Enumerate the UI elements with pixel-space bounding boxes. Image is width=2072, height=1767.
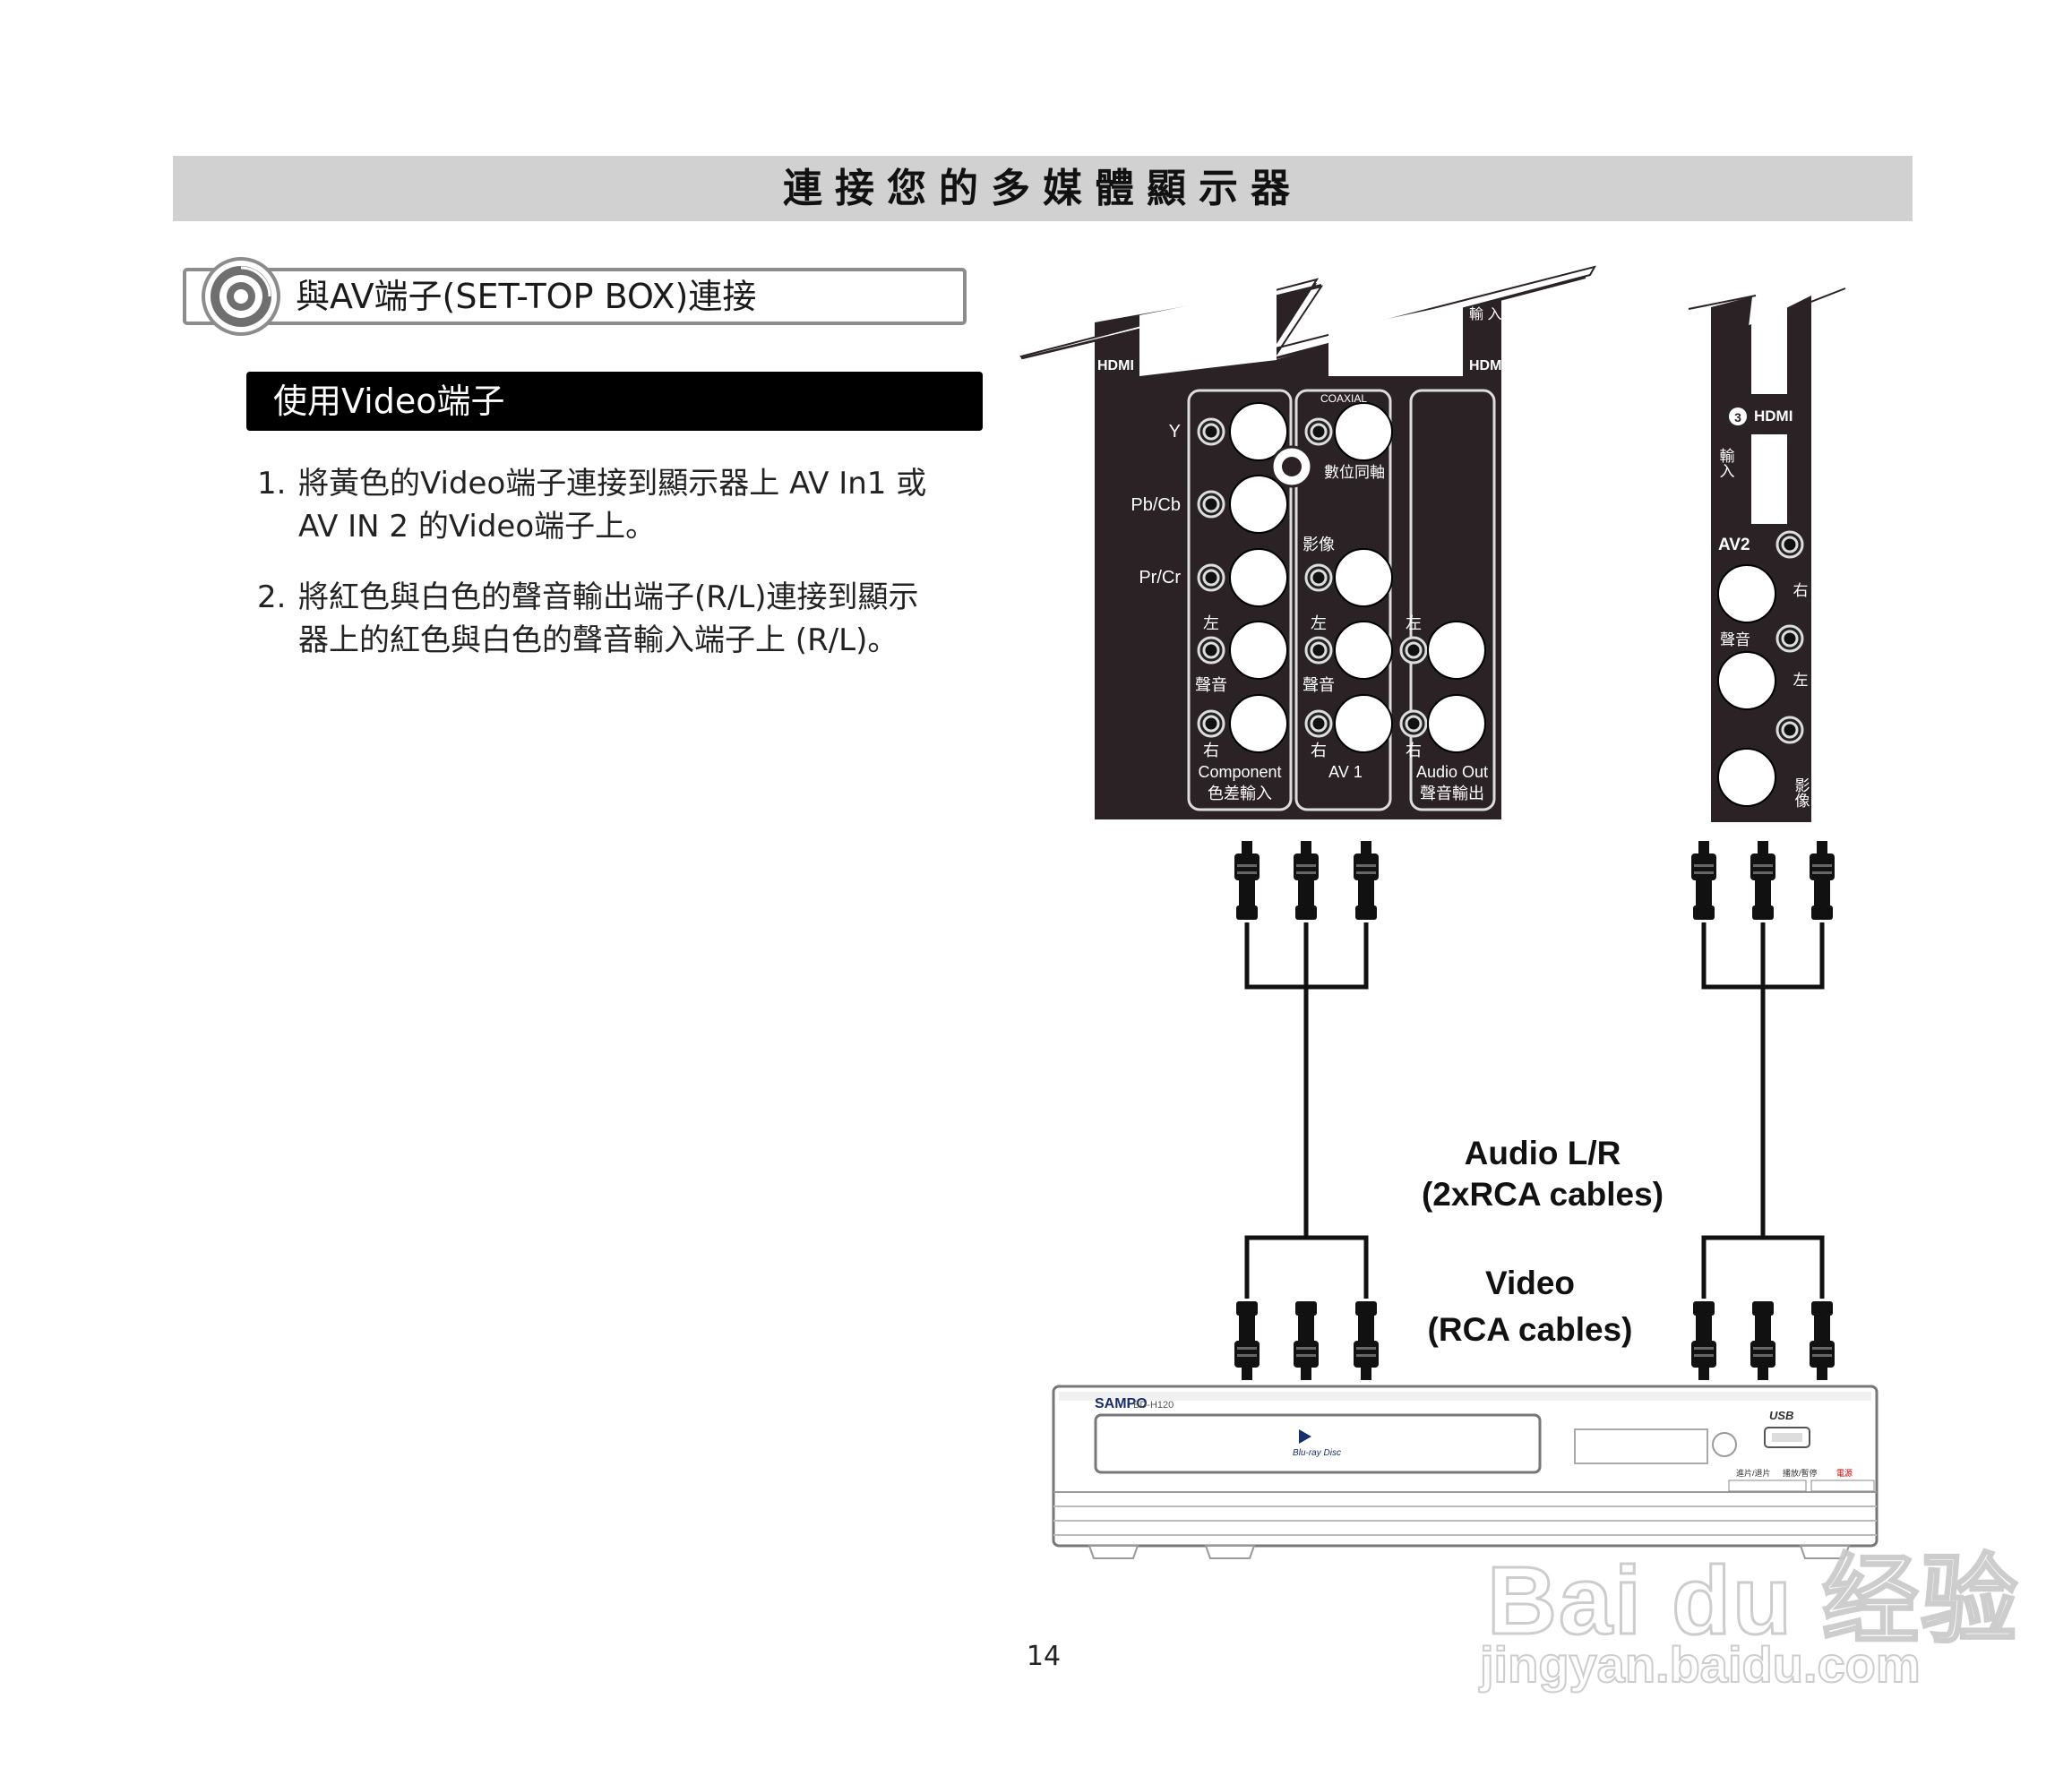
- rca-plugs-left-top: [1234, 841, 1379, 920]
- page-title: 連接您的多媒體顯示器: [783, 166, 1303, 211]
- rca-plugs-right-bottom: [1691, 1301, 1835, 1380]
- av1-audio-label: 聲音: [1303, 676, 1335, 694]
- power-button-label: 電源: [1836, 1469, 1853, 1478]
- av2-audio-label: 聲音: [1720, 631, 1750, 648]
- cable-set-right: [1701, 922, 1825, 1299]
- comp-right-label: 右: [1203, 742, 1219, 759]
- step-text-line: 將紅色與白色的聲音輸出端子(R/L)連接到顯示: [298, 579, 919, 615]
- tv-panel-right: 3 HDMI 輸入 AV2 右 聲音 左 影像: [1688, 287, 1846, 822]
- av2-right-label: 右: [1793, 582, 1809, 599]
- page-number: 14: [1026, 1641, 1062, 1672]
- rca-plugs-right-top: [1691, 841, 1835, 920]
- comp-audio-label: 聲音: [1195, 676, 1227, 694]
- player-brand: SAMPO: [1095, 1396, 1148, 1411]
- rca-plugs-left-bottom: [1234, 1301, 1379, 1380]
- audio-cable-label: Audio L/R (2xRCA cables): [1399, 1133, 1686, 1215]
- digital-coax-label: 數位同軸: [1324, 464, 1385, 481]
- step-text-line: AV IN 2 的Video端子上。: [298, 509, 657, 545]
- out-right-label: 右: [1406, 742, 1422, 759]
- section-title-box: [183, 268, 967, 325]
- bluray-player: SAMPO BD-H120 Blu-ray Disc USB 進片/退片 播放/…: [1052, 1385, 1879, 1559]
- usb-label: USB: [1769, 1409, 1793, 1422]
- step-number: 1.: [257, 466, 287, 502]
- av2-left-label: 左: [1793, 672, 1809, 689]
- input3-number: 3: [1734, 410, 1741, 425]
- component-zh-label: 色差輸入: [1208, 785, 1272, 802]
- av1-left-label: 左: [1311, 614, 1327, 632]
- audio-cable-line2: (2xRCA cables): [1421, 1176, 1664, 1213]
- target-disc-icon: [202, 257, 280, 336]
- right-hdmi-label: HDMI: [1754, 407, 1793, 425]
- step-text-line: 器上的紅色與白色的聲音輸入端子上 (R/L)。: [298, 622, 898, 658]
- prcr-label: Pr/Cr: [1139, 568, 1181, 588]
- header-band: 連接您的多媒體顯示器: [173, 156, 1913, 221]
- component-label: Component: [1198, 763, 1281, 781]
- av2-label: AV2: [1718, 536, 1750, 554]
- av1-label: AV 1: [1328, 763, 1363, 781]
- eject-button-label: 進片/退片: [1736, 1468, 1771, 1478]
- input-label: 輸 入: [1469, 306, 1501, 322]
- y-label: Y: [1169, 422, 1181, 442]
- step-number: 2.: [257, 579, 287, 615]
- av2-video-label: 影像: [1793, 777, 1810, 808]
- av1-right-label: 右: [1311, 742, 1327, 759]
- av1-video-label: 影像: [1303, 536, 1335, 553]
- watermark-logo: Bai du 经验: [1485, 1545, 2020, 1656]
- video-cable-line1: Video: [1484, 1265, 1576, 1301]
- step-text-line: 將黃色的Video端子連接到顯示器上 AV In1 或: [298, 466, 927, 502]
- step-1: 1. 將黃色的Video端子連接到顯示器上 AV In1 或 AV IN 2 的…: [257, 462, 1027, 552]
- subsection-title: 使用Video端子: [273, 382, 505, 421]
- audio-cable-line1: Audio L/R: [1464, 1135, 1621, 1171]
- step-2: 2. 將紅色與白色的聲音輸出端子(R/L)連接到顯示 器上的紅色與白色的聲音輸入…: [257, 576, 1027, 665]
- audio-out-label: Audio Out: [1416, 763, 1488, 781]
- hdmi-label-right: HDMI: [1469, 358, 1506, 373]
- watermark-url: jingyan.baidu.com: [1479, 1635, 1922, 1694]
- pbcb-label: Pb/Cb: [1131, 495, 1181, 515]
- play-button-label: 播放/暫停: [1783, 1468, 1818, 1478]
- hdmi-label-left: HDMI: [1097, 358, 1134, 373]
- video-cable-label: Video (RCA cables): [1387, 1260, 1673, 1353]
- out-left-label: 左: [1406, 614, 1422, 632]
- disc-logo-label: Blu-ray Disc: [1293, 1448, 1341, 1458]
- video-cable-line2: (RCA cables): [1427, 1311, 1633, 1348]
- cable-set-left: [1244, 922, 1369, 1299]
- comp-left-label: 左: [1203, 614, 1219, 632]
- coaxial-label: COAXIAL: [1320, 392, 1367, 405]
- bluray-logo-icon: [1299, 1429, 1311, 1444]
- right-input-label: 輸入: [1717, 448, 1735, 478]
- subsection-bar: 使用Video端子: [246, 372, 983, 431]
- audio-out-zh-label: 聲音輸出: [1420, 785, 1484, 802]
- section-title: 與AV端子(SET-TOP BOX)連接: [296, 277, 757, 316]
- tv-panel-left: HDMI 輸 入 HDMI Y Pb/Cb Pr/Cr 左 聲音 右 Compo…: [1019, 265, 1597, 819]
- player-model: BD-H120: [1133, 1400, 1174, 1411]
